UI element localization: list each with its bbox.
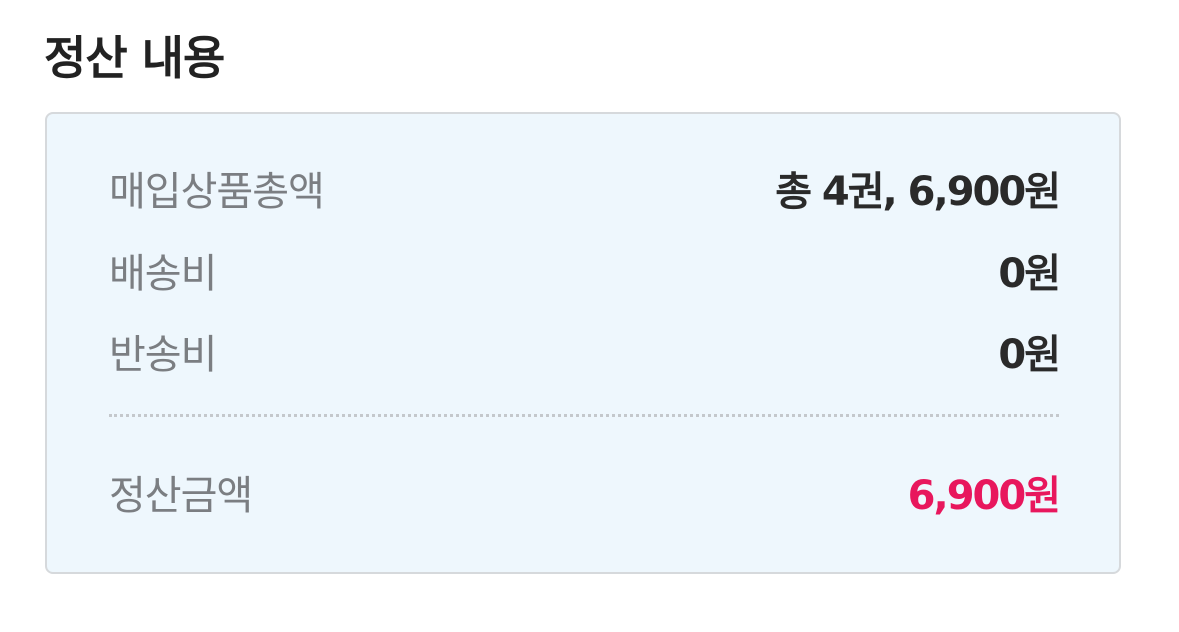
total-amount: 6,900원: [907, 473, 1061, 519]
summary-row-shipping-fee: 배송비 0원: [109, 240, 1061, 300]
section-title: 정산 내용: [44, 31, 225, 85]
row-value: 총 4권, 6,900원: [775, 169, 1061, 215]
summary-row-purchase-total: 매입상품총액 총 4권, 6,900원: [109, 158, 1061, 218]
row-label: 정산금액: [109, 473, 253, 519]
summary-row-return-fee: 반송비 0원: [109, 321, 1061, 381]
settlement-summary-box: 매입상품총액 총 4권, 6,900원 배송비 0원 반송비 0원 정산금액 6…: [45, 112, 1121, 574]
row-label: 매입상품총액: [109, 169, 325, 215]
dotted-divider: [109, 414, 1059, 417]
summary-row-settlement-amount: 정산금액 6,900원: [109, 462, 1061, 522]
row-value: 0원: [998, 251, 1061, 297]
row-label: 배송비: [109, 251, 217, 297]
row-value: 0원: [998, 332, 1061, 378]
row-label: 반송비: [109, 332, 217, 378]
